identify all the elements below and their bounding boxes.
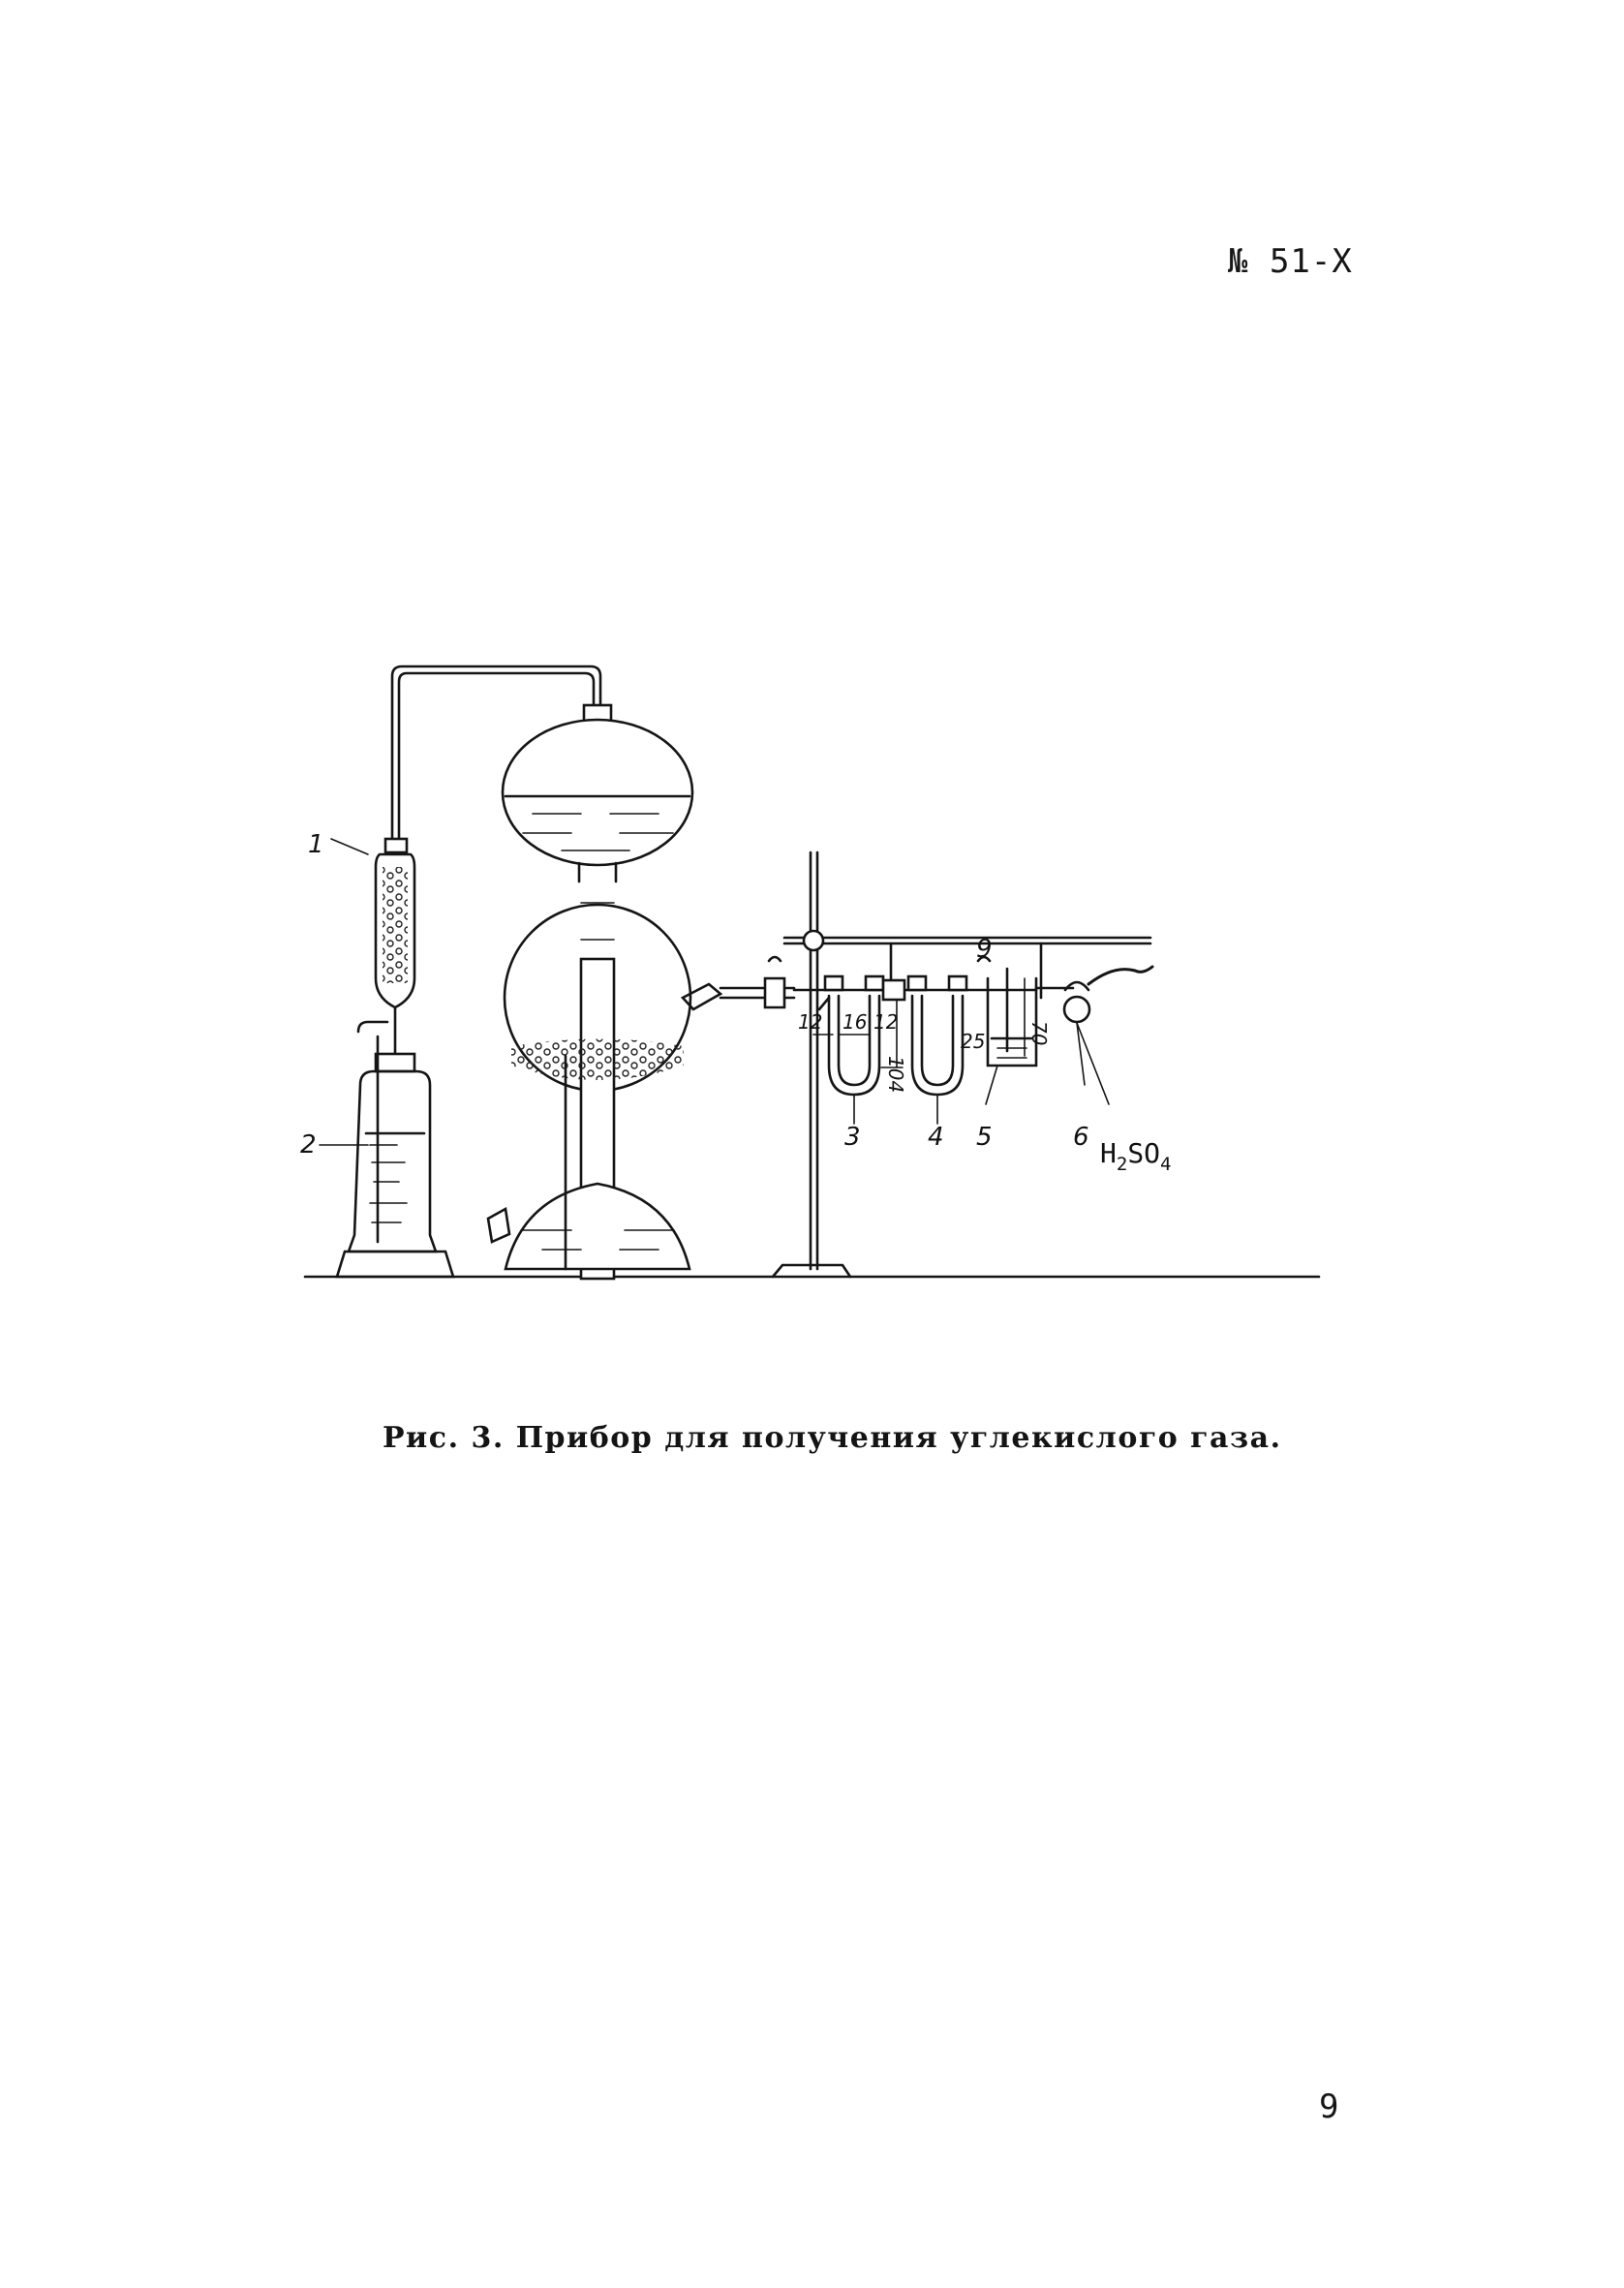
dimension-104: 104 [884, 1056, 907, 1093]
label-1: 1 [308, 830, 324, 859]
u-tube-3 [817, 974, 885, 1097]
drying-column [374, 837, 416, 1058]
bulb-tube-6 [1034, 965, 1154, 1024]
document-code: № 51-Х [1228, 242, 1353, 281]
reagent-label: H2SO4 [1100, 1137, 1171, 1175]
dimension-70: 70 [1027, 1021, 1051, 1045]
dimension-12-right: 12 [873, 1010, 898, 1034]
dimension-16: 16 [843, 1010, 867, 1034]
label-9: 9 [976, 935, 993, 964]
dimension-25: 25 [961, 1030, 985, 1053]
wash-bottle [335, 1020, 455, 1279]
kipp-apparatus [486, 703, 796, 1281]
page-number: 9 [1319, 2087, 1339, 2126]
apparatus-drawing: 2 1 3 4 5 6 9 12 16 12 104 25 70 H2SO4 [300, 665, 1321, 1281]
label-5: 5 [976, 1123, 993, 1152]
connecting-tube [390, 665, 602, 845]
figure-caption: Рис. 3. Прибор для получения углекислого… [383, 1421, 1282, 1455]
label-4: 4 [928, 1123, 944, 1152]
vessel-5 [976, 955, 1038, 1067]
label-2: 2 [300, 1130, 317, 1159]
label-6: 6 [1073, 1123, 1089, 1152]
lab-stand [771, 850, 1152, 1279]
apparatus-figure: 2 1 3 4 5 6 9 12 16 12 104 25 70 H2SO4 [291, 649, 1336, 1288]
dimension-12-left: 12 [798, 1010, 822, 1034]
label-3: 3 [844, 1123, 861, 1152]
